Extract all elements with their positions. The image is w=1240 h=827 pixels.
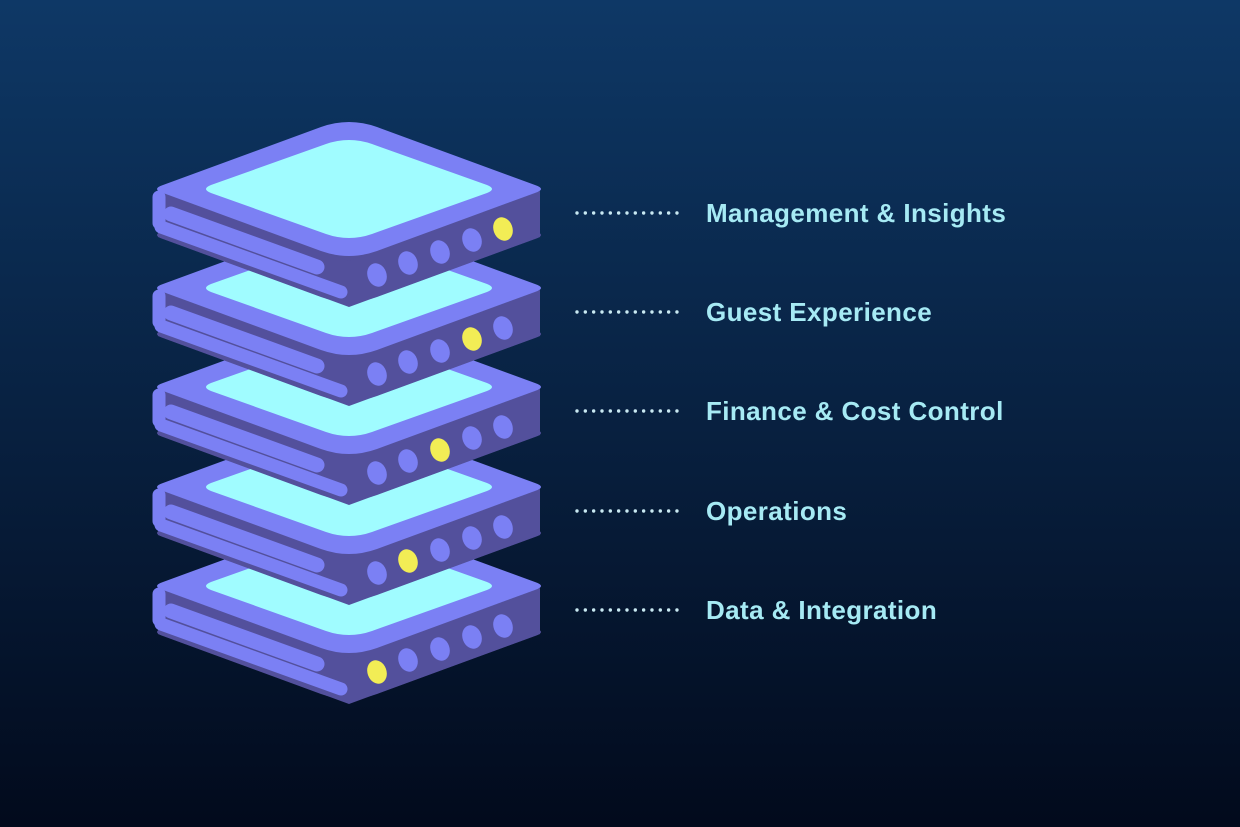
dotted-connector-line <box>575 310 679 314</box>
layer-label-row: Data & Integration <box>575 592 937 628</box>
dotted-connector-line <box>575 211 679 215</box>
dotted-connector-line <box>575 608 679 612</box>
layer-label: Management & Insights <box>706 197 1007 228</box>
dotted-connector-line <box>575 509 679 513</box>
layer-labels: Management & Insights Guest Experience F… <box>575 0 1215 827</box>
layer-label-row: Management & Insights <box>575 195 1006 231</box>
dotted-connector-line <box>575 409 679 413</box>
layer-label: Operations <box>706 495 848 526</box>
layer-label: Guest Experience <box>706 296 933 327</box>
layer-label-row: Guest Experience <box>575 294 932 330</box>
layer-label: Finance & Cost Control <box>706 395 1004 426</box>
layer-label: Data & Integration <box>706 594 938 625</box>
layer-label-row: Finance & Cost Control <box>575 393 1004 429</box>
layer-label-row: Operations <box>575 493 847 529</box>
server-stack-illustration <box>152 122 541 704</box>
